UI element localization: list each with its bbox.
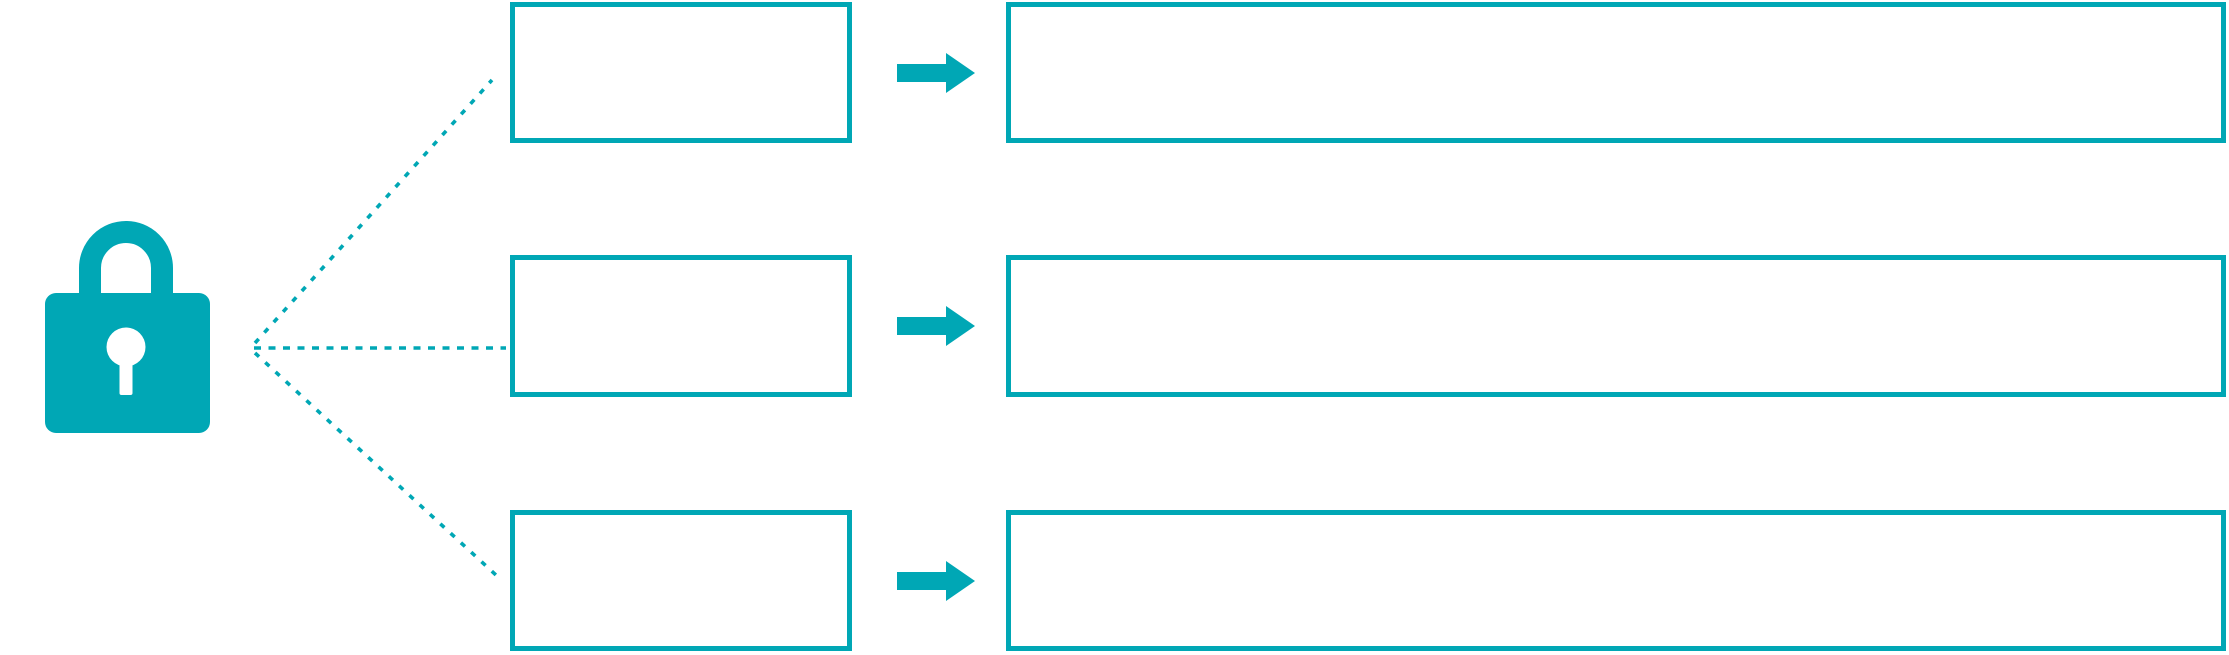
detail-box-3 — [1006, 510, 2226, 651]
diagram-row-2 — [0, 255, 2229, 397]
lock-keyhole-stem — [119, 360, 133, 395]
key-point-box-1 — [510, 2, 852, 143]
lock-keyhole — [106, 327, 146, 367]
diagram-row-3 — [0, 510, 2229, 651]
lock-icon — [45, 221, 210, 433]
key-point-box-2 — [510, 255, 852, 397]
arrow-right-icon — [897, 52, 975, 93]
arrow-right-icon — [897, 306, 975, 346]
detail-box-1 — [1006, 2, 2226, 143]
key-point-box-3 — [510, 510, 852, 651]
detail-box-2 — [1006, 255, 2226, 397]
diagram-row-1 — [0, 2, 2229, 143]
arrow-right-icon — [897, 560, 975, 601]
lock-shackle — [79, 221, 173, 297]
